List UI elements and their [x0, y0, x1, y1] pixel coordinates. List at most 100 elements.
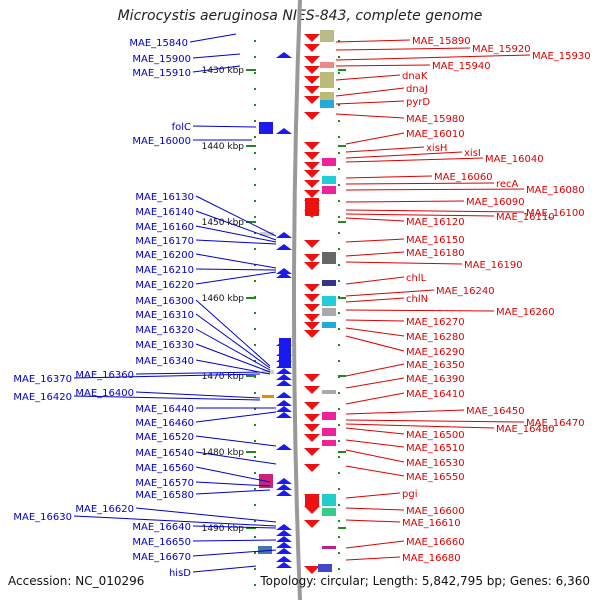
- gene-label-mae_16000: MAE_16000: [132, 136, 191, 147]
- guide-dot: [254, 232, 256, 234]
- genome-backbone: [254, 0, 340, 600]
- ruler-label: 1480 kbp: [202, 448, 245, 458]
- leader-line: [195, 299, 271, 367]
- gene-label-mae_16060: MAE_16060: [434, 172, 493, 183]
- leader-line: [345, 132, 405, 145]
- plus-arrow: [304, 322, 320, 330]
- gene-label-mae_16520: MAE_16520: [135, 432, 194, 443]
- leader-line: [345, 261, 463, 265]
- guide-dot: [338, 360, 340, 362]
- guide-dot: [254, 40, 256, 42]
- minus-arrow: [276, 368, 292, 374]
- gene-label-mae_15920: MAE_15920: [472, 44, 531, 55]
- leader-line: [135, 371, 261, 375]
- guide-dot: [338, 232, 340, 234]
- gene-label-mae_16120: MAE_16120: [406, 217, 465, 228]
- guide-dot: [338, 88, 340, 90]
- gene-label-mae_16640: MAE_16640: [132, 522, 191, 533]
- guide-dot: [338, 520, 340, 522]
- leader-line: [335, 87, 405, 97]
- leader-line: [335, 54, 531, 61]
- plus-arrow: [304, 424, 320, 432]
- plus-gene-block: [322, 494, 336, 506]
- leader-line: [192, 565, 257, 573]
- guide-dot: [338, 472, 340, 474]
- plus-arrow: [304, 566, 320, 574]
- plus-arrow: [304, 86, 320, 94]
- guide-dot: [338, 280, 340, 282]
- gene-label-mae_15900: MAE_15900: [132, 54, 191, 65]
- gene-label-mae_15890: MAE_15890: [412, 36, 471, 47]
- plus-gene-block: [322, 186, 336, 194]
- gene-label-mae_16010: MAE_16010: [406, 129, 465, 140]
- plus-gene-block: [322, 508, 336, 516]
- gene-label-mae_16410: MAE_16410: [406, 389, 465, 400]
- plus-gene-block: [322, 308, 336, 316]
- gene-label-mae_16130: MAE_16130: [135, 192, 194, 203]
- gene-label-mae_16510: MAE_16510: [406, 443, 465, 454]
- guide-dot: [338, 120, 340, 122]
- gene-label-mae_16480: MAE_16480: [496, 424, 555, 435]
- plus-arrow: [304, 506, 320, 514]
- gene-label-mae_16540: MAE_16540: [135, 448, 194, 459]
- minus-arrow: [276, 478, 292, 484]
- leader-line: [345, 146, 425, 153]
- leader-line: [195, 271, 277, 285]
- plus-arrow: [304, 414, 320, 422]
- plus-gene-block: [320, 62, 334, 68]
- guide-dot: [338, 584, 340, 586]
- leader-line: [195, 481, 271, 487]
- leader-line: [345, 327, 405, 337]
- leader-line: [192, 525, 277, 529]
- leader-line: [195, 210, 277, 241]
- leader-line: [345, 182, 495, 185]
- gene-label-mae_16670: MAE_16670: [132, 552, 191, 563]
- plus-gene-block: [322, 546, 336, 549]
- guide-dot: [254, 216, 256, 218]
- leader-line: [345, 556, 401, 561]
- minus-arrow: [276, 380, 292, 386]
- leader-line: [345, 309, 495, 312]
- minus-arrow: [276, 536, 292, 542]
- plus-gene-block: [322, 280, 336, 286]
- minus-arrow: [276, 272, 292, 278]
- plus-arrow: [304, 314, 320, 322]
- plus-gene-block: [320, 30, 334, 42]
- minus-arrow: [276, 128, 292, 134]
- minus-arrow: [276, 52, 292, 58]
- leader-line: [345, 157, 484, 163]
- guide-dot: [254, 488, 256, 490]
- gene-label-mae_16460: MAE_16460: [135, 418, 194, 429]
- guide-dot: [338, 168, 340, 170]
- plus-arrow: [304, 434, 320, 442]
- gene-label-mae_16090: MAE_16090: [466, 197, 525, 208]
- leader-line: [195, 489, 271, 495]
- guide-dot: [254, 568, 256, 570]
- guide-dot: [254, 136, 256, 138]
- leader-line: [73, 515, 277, 527]
- leader-line: [195, 451, 277, 465]
- guide-dot: [254, 344, 256, 346]
- guide-dot: [338, 488, 340, 490]
- minus-arrow: [276, 542, 292, 548]
- gene-label-mae_16420: MAE_16420: [13, 392, 72, 403]
- gene-label-mae_16630: MAE_16630: [13, 512, 72, 523]
- plus-arrow: [304, 240, 320, 248]
- leader-line: [195, 195, 277, 237]
- guide-dot: [254, 200, 256, 202]
- guide-dot: [254, 424, 256, 426]
- leader-line: [345, 213, 495, 217]
- ruler-label: 1440 kbp: [202, 142, 245, 152]
- minus-arrow: [276, 406, 292, 412]
- guide-dot: [338, 344, 340, 346]
- gene-label-mae_16530: MAE_16530: [406, 458, 465, 469]
- guide-dot: [254, 248, 256, 250]
- leader-line: [192, 539, 277, 542]
- leader-line: [345, 492, 401, 499]
- gene-label-mae_16370: MAE_16370: [13, 374, 72, 385]
- gene-labels: MAE_15840MAE_15900MAE_15910folCMAE_16000…: [13, 36, 590, 579]
- leader-line: [135, 507, 277, 523]
- gene-label-mae_16240: MAE_16240: [436, 286, 495, 297]
- plus-arrow: [304, 284, 320, 292]
- gene-label-mae_16570: MAE_16570: [135, 478, 194, 489]
